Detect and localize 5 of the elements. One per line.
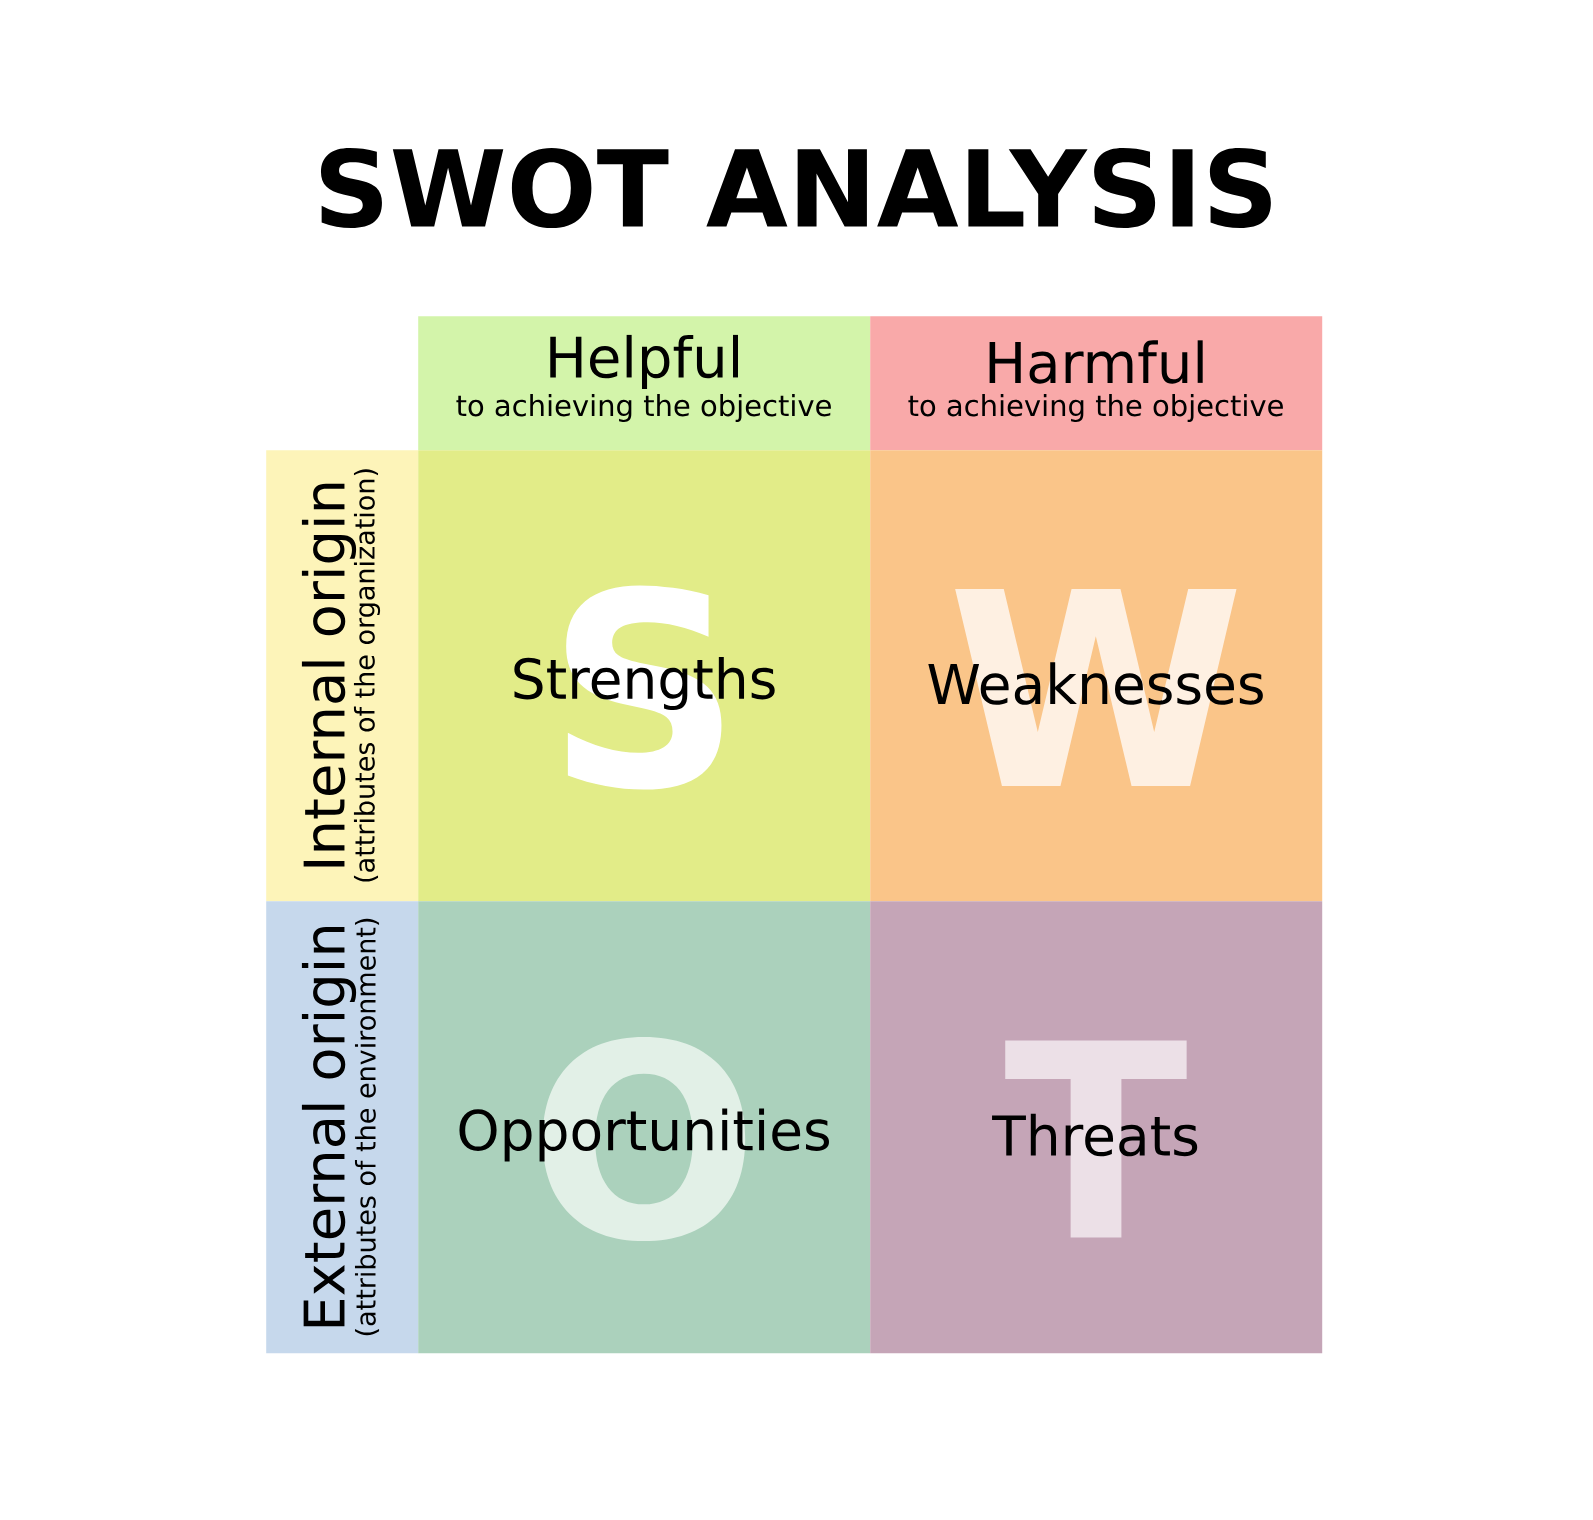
row-header: External origin (attributes of the environment) — [266, 901, 419, 1354]
row-header: Internal origin (attributes of the organization) — [266, 450, 419, 902]
column-header: Harmful to achieving the objective — [870, 316, 1323, 451]
title: SWOT ANALYSIS — [320, 147, 1271, 229]
column-header: Helpful to achieving the objective — [418, 316, 871, 451]
